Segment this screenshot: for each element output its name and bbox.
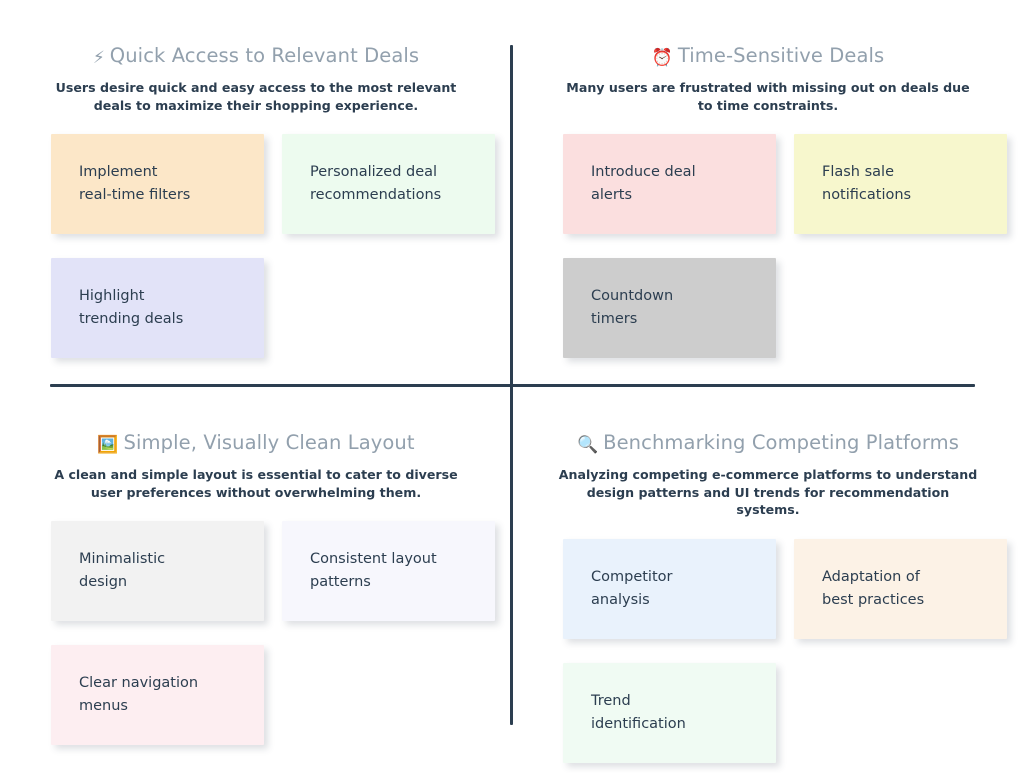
horizontal-divider — [50, 384, 975, 387]
sticky-card[interactable]: Competitor analysis — [563, 538, 776, 639]
empty-card-slot — [794, 663, 1007, 763]
sticky-card[interactable]: Countdown timers — [563, 258, 776, 358]
sticky-card-label: Implement real-time filters — [79, 164, 191, 203]
sticky-card-label: Personalized deal recommendations — [310, 164, 442, 203]
sticky-card-label: Trend identification — [591, 692, 686, 732]
card-group: Minimalistic design Consistent layout pa… — [0, 521, 512, 745]
card-row: Introduce deal alerts Flash sale notific… — [563, 134, 1024, 234]
quadrant-header: ⏰Time-Sensitive Deals Many users are fru… — [512, 0, 1024, 114]
card-row: Clear navigation menus — [51, 645, 512, 745]
quadrant-header: ⚡Quick Access to Relevant Deals Users de… — [0, 0, 512, 114]
quadrant-subtitle: Users desire quick and easy access to th… — [55, 80, 457, 113]
sticky-card[interactable]: Implement real-time filters — [51, 134, 264, 234]
quadrant-subtitle: Many users are frustrated with missing o… — [566, 80, 970, 113]
card-group: Introduce deal alerts Flash sale notific… — [512, 134, 1024, 358]
sticky-card-label: Competitor analysis — [591, 568, 673, 608]
quadrant-benchmarking: 🔍Benchmarking Competing Platforms Analyz… — [512, 387, 1024, 773]
empty-card-slot — [794, 258, 1007, 358]
framed-picture-icon: 🖼️ — [97, 435, 119, 455]
quadrant-title: ⚡Quick Access to Relevant Deals — [0, 44, 512, 70]
high-voltage-icon: ⚡ — [92, 48, 105, 68]
sticky-card-label: Minimalistic design — [79, 551, 166, 590]
sticky-card-label: Introduce deal alerts — [591, 164, 696, 203]
quadrant-title: 🖼️Simple, Visually Clean Layout — [0, 431, 512, 457]
sticky-card-label: Countdown timers — [591, 288, 674, 327]
quadrant-title: 🔍Benchmarking Competing Platforms — [512, 431, 1024, 457]
alarm-clock-icon: ⏰ — [651, 48, 673, 68]
sticky-card[interactable]: Clear navigation menus — [51, 645, 264, 745]
sticky-card-label: Consistent layout patterns — [310, 551, 437, 590]
sticky-card[interactable]: Trend identification — [563, 662, 776, 763]
card-row: Implement real-time filters Personalized… — [51, 134, 512, 234]
quadrant-header: 🔍Benchmarking Competing Platforms Analyz… — [512, 387, 1024, 519]
sticky-card-label: Highlight trending deals — [79, 288, 184, 327]
quadrant-clean-layout: 🖼️Simple, Visually Clean Layout A clean … — [0, 387, 512, 773]
sticky-card[interactable]: Personalized deal recommendations — [282, 134, 495, 234]
sticky-card[interactable]: Adaptation of best practices — [794, 538, 1007, 639]
sticky-card[interactable]: Introduce deal alerts — [563, 134, 776, 234]
quadrant-title-text: Time-Sensitive Deals — [677, 44, 885, 67]
quadrant-subtitle: Analyzing competing e-commerce platforms… — [558, 467, 978, 517]
quadrant-header: 🖼️Simple, Visually Clean Layout A clean … — [0, 387, 512, 501]
card-group: Implement real-time filters Personalized… — [0, 134, 512, 358]
quadrant-time-sensitive: ⏰Time-Sensitive Deals Many users are fru… — [512, 0, 1024, 386]
sticky-card-label: Clear navigation menus — [79, 675, 199, 714]
sticky-card[interactable]: Minimalistic design — [51, 521, 264, 621]
quadrant-quick-access: ⚡Quick Access to Relevant Deals Users de… — [0, 0, 512, 386]
quadrant-title-text: Quick Access to Relevant Deals — [109, 44, 420, 67]
card-row: Minimalistic design Consistent layout pa… — [51, 521, 512, 621]
sticky-card[interactable]: Highlight trending deals — [51, 258, 264, 358]
sticky-card[interactable]: Consistent layout patterns — [282, 521, 495, 621]
sticky-card[interactable]: Flash sale notifications — [794, 134, 1007, 234]
empty-card-slot — [282, 645, 495, 745]
quadrant-subtitle: A clean and simple layout is essential t… — [54, 467, 458, 500]
card-group: Competitor analysis Adaptation of best p… — [512, 538, 1024, 763]
sticky-card-label: Adaptation of best practices — [822, 568, 925, 608]
card-row: Highlight trending deals — [51, 258, 512, 358]
card-row: Countdown timers — [563, 258, 1024, 358]
magnifying-glass-icon: 🔍 — [576, 435, 599, 455]
empty-card-slot — [282, 258, 495, 358]
quadrant-title-text: Benchmarking Competing Platforms — [603, 431, 960, 454]
card-row: Competitor analysis Adaptation of best p… — [563, 538, 1024, 639]
sticky-card-label: Flash sale notifications — [822, 164, 912, 203]
quadrant-title-text: Simple, Visually Clean Layout — [123, 431, 415, 454]
card-row: Trend identification — [563, 662, 1024, 763]
quadrant-title: ⏰Time-Sensitive Deals — [512, 44, 1024, 70]
